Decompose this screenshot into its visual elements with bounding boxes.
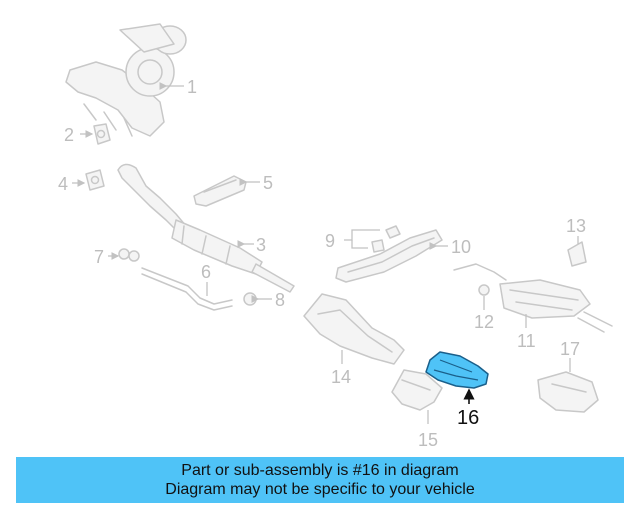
- part-12-hanger: 12: [474, 284, 494, 332]
- part-8-nut: 8: [243, 290, 285, 310]
- part-label-16: 16: [457, 407, 479, 429]
- part-5-bracket: 5: [193, 173, 273, 207]
- part-label-10: 10: [451, 237, 471, 257]
- part-label-15: 15: [418, 430, 438, 450]
- part-6-pipe: 6: [141, 262, 233, 311]
- banner-line-2: Diagram may not be specific to your vehi…: [165, 481, 475, 498]
- banner-line-1: Part or sub-assembly is #16 in diagram: [181, 462, 459, 479]
- part-9-clips: 9: [325, 225, 401, 253]
- part-label-11: 11: [517, 331, 536, 351]
- part-label-4: 4: [58, 174, 68, 194]
- part-13-bracket: 13: [566, 216, 587, 267]
- part-3-catalytic-converter: 3: [117, 163, 295, 293]
- part-label-2: 2: [64, 125, 74, 145]
- part-2-gasket: 2: [64, 123, 111, 145]
- part-label-7: 7: [94, 247, 104, 267]
- part-7-clamp: 7: [94, 247, 140, 267]
- part-1-turbocharger: 1: [65, 23, 197, 137]
- part-info-banner: Part or sub-assembly is #16 in diagram D…: [16, 457, 624, 503]
- part-label-5: 5: [263, 173, 273, 193]
- part-label-6: 6: [201, 262, 211, 282]
- part-label-17: 17: [560, 339, 580, 359]
- part-label-12: 12: [474, 312, 494, 332]
- part-16-heat-shield-highlighted: 16: [425, 351, 489, 429]
- part-11-muffler: 11: [453, 263, 613, 351]
- part-17-heat-shield: 17: [537, 339, 599, 413]
- part-10-heat-shield: 10: [335, 229, 471, 283]
- part-label-9: 9: [325, 231, 335, 251]
- part-15-heat-shield: 15: [391, 369, 443, 450]
- part-label-13: 13: [566, 216, 586, 236]
- part-label-3: 3: [256, 235, 266, 255]
- part-label-8: 8: [275, 290, 285, 310]
- part-4-gasket: 4: [58, 169, 105, 194]
- part-label-14: 14: [331, 367, 351, 387]
- part-label-1: 1: [187, 77, 197, 97]
- part-14-heat-shield: 14: [303, 293, 405, 387]
